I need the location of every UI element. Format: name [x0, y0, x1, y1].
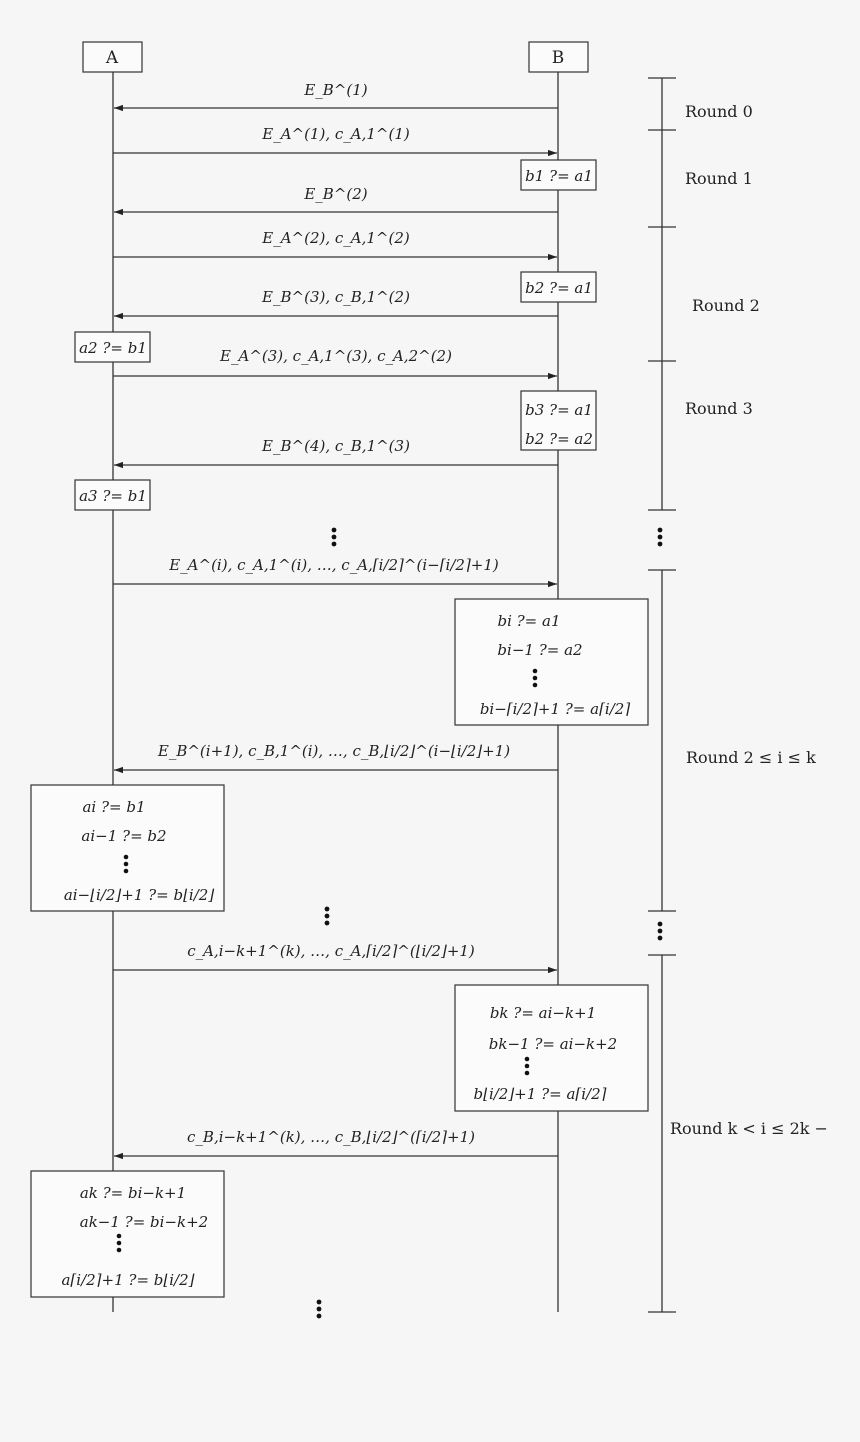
- check-box-4-line-1: b3 ?= a1: [525, 401, 593, 419]
- round-label-3: Round 3: [685, 399, 753, 418]
- message-3: E_B^(2): [114, 185, 558, 216]
- message-6-label: E_A^(3), c_A,1^(3), c_A,2^(2): [219, 347, 452, 365]
- check-box-7: ai ?= b1 ai−1 ?= b2 ai−⌊i/2⌋+1 ?= b⌊i/2⌋: [30, 784, 225, 912]
- check-box-5-line-1: a3 ?= b1: [79, 487, 147, 505]
- check-box-8-frame: [454, 984, 649, 1112]
- check-box-6-ellipsis-dot: [532, 668, 538, 674]
- participant-a-label: A: [105, 48, 119, 68]
- sequence-ellipsis-3: [316, 1299, 322, 1319]
- check-box-6: bi ?= a1 bi−1 ?= a2 bi−⌈i/2⌉+1 ?= a⌈i/2⌉: [454, 598, 649, 726]
- check-box-8-ellipsis-dot: [524, 1056, 530, 1062]
- check-box-4-line-2: b2 ?= a2: [525, 430, 593, 448]
- check-box-7-frame: [30, 784, 225, 912]
- sequence-ellipsis-2: [324, 906, 330, 926]
- participant-a: A: [82, 41, 143, 73]
- round-axis-ellipsis-2: [657, 921, 663, 941]
- message-5-label: E_B^(3), c_B,1^(2): [261, 288, 410, 306]
- check-box-9-line-1: ak ?= bi−k+1: [80, 1184, 186, 1202]
- check-box-7-ellipsis-dot: [123, 854, 129, 860]
- check-box-9: ak ?= bi−k+1 ak−1 ?= bi−k+2 a⌈i/2⌉+1 ?= …: [30, 1170, 225, 1298]
- check-box-6-line-3: bi−⌈i/2⌉+1 ?= a⌈i/2⌉: [480, 700, 631, 718]
- round-label-2: Round 2: [692, 296, 760, 315]
- check-box-4-frame: [520, 390, 597, 451]
- check-box-7-line-3: ai−⌊i/2⌋+1 ?= b⌊i/2⌋: [64, 886, 215, 904]
- message-7-label: E_B^(4), c_B,1^(3): [261, 437, 410, 455]
- check-box-6-ellipsis-dot: [532, 675, 538, 681]
- check-box-1-frame: [520, 159, 597, 191]
- check-box-9-ellipsis-dot: [116, 1233, 122, 1239]
- check-box-6-line-1: bi ?= a1: [497, 612, 560, 630]
- check-box-8: bk ?= ai−k+1 bk−1 ?= ai−k+2 b⌊i/2⌋+1 ?= …: [454, 984, 649, 1112]
- check-box-6-frame: [454, 598, 649, 726]
- message-9-label: E_B^(i+1), c_B,1^(i), …, c_B,⌊i/2⌋^(i−⌊i…: [157, 742, 510, 760]
- check-box-2-line-1: b2 ?= a1: [525, 279, 593, 297]
- round-label-0: Round 0: [685, 102, 753, 121]
- check-box-3: a2 ?= b1: [74, 331, 151, 363]
- check-box-8-line-1: bk ?= ai−k+1: [490, 1004, 596, 1022]
- check-box-2-frame: [520, 271, 597, 303]
- check-box-9-ellipsis-dot: [116, 1240, 122, 1246]
- participant-b: B: [528, 41, 589, 73]
- message-9: E_B^(i+1), c_B,1^(i), …, c_B,⌊i/2⌋^(i−⌊i…: [114, 742, 558, 774]
- check-box-1: b1 ?= a1: [520, 159, 597, 191]
- participant-b-label: B: [552, 48, 565, 68]
- check-box-9-line-2: ak−1 ?= bi−k+2: [80, 1213, 208, 1231]
- message-1-label: E_B^(1): [303, 81, 367, 99]
- check-box-7-ellipsis-dot: [123, 868, 129, 874]
- check-box-3-frame: [74, 331, 151, 363]
- message-10-label: c_A,i−k+1^(k), …, c_A,⌈i/2⌉^(⌊i/2⌋+1): [187, 942, 475, 960]
- round-label-k: Round k < i ≤ 2k −: [670, 1119, 828, 1138]
- check-box-9-ellipsis-dot: [116, 1247, 122, 1253]
- check-box-5-frame: [74, 479, 151, 511]
- check-box-9-line-3: a⌈i/2⌉+1 ?= b⌊i/2⌋: [61, 1271, 194, 1289]
- round-timeline: Round 0 Round 1 Round 2 Round 3 Round 2 …: [648, 77, 828, 1313]
- check-box-8-line-3: b⌊i/2⌋+1 ?= a⌈i/2⌉: [473, 1085, 606, 1103]
- round-label-1: Round 1: [685, 169, 753, 188]
- check-box-6-line-2: bi−1 ?= a2: [497, 641, 582, 659]
- check-box-7-ellipsis-dot: [123, 861, 129, 867]
- check-box-7-line-2: ai−1 ?= b2: [81, 827, 166, 845]
- check-box-8-ellipsis-dot: [524, 1070, 530, 1076]
- check-box-7-line-1: ai ?= b1: [82, 798, 145, 816]
- message-2-label: E_A^(1), c_A,1^(1): [261, 125, 410, 143]
- check-box-5: a3 ?= b1: [74, 479, 151, 511]
- check-box-2: b2 ?= a1: [520, 271, 597, 303]
- check-box-8-ellipsis-dot: [524, 1063, 530, 1069]
- check-box-6-ellipsis-dot: [532, 682, 538, 688]
- participant-a-box: [82, 41, 143, 73]
- message-8-label: E_A^(i), c_A,1^(i), …, c_A,⌈i/2⌉^(i−⌈i/2…: [168, 556, 499, 574]
- message-5: E_B^(3), c_B,1^(2): [114, 288, 558, 320]
- message-2: E_A^(1), c_A,1^(1): [113, 125, 557, 157]
- check-box-8-line-2: bk−1 ?= ai−k+2: [489, 1035, 617, 1053]
- message-3-label: E_B^(2): [303, 185, 367, 203]
- check-box-1-line-1: b1 ?= a1: [525, 167, 593, 185]
- message-11: c_B,i−k+1^(k), …, c_B,⌊i/2⌋^(⌈i/2⌉+1): [114, 1128, 558, 1160]
- round-axis-ellipsis-1: [657, 527, 663, 547]
- message-4-label: E_A^(2), c_A,1^(2): [261, 229, 410, 247]
- check-box-3-line-1: a2 ?= b1: [79, 339, 147, 357]
- message-4: E_A^(2), c_A,1^(2): [113, 229, 557, 261]
- message-7: E_B^(4), c_B,1^(3): [114, 437, 558, 469]
- participant-b-box: [528, 41, 589, 73]
- message-11-label: c_B,i−k+1^(k), …, c_B,⌊i/2⌋^(⌈i/2⌉+1): [187, 1128, 475, 1146]
- message-1: E_B^(1): [114, 81, 558, 112]
- message-10: c_A,i−k+1^(k), …, c_A,⌈i/2⌉^(⌊i/2⌋+1): [113, 942, 557, 974]
- check-box-9-frame: [30, 1170, 225, 1298]
- check-box-4: b3 ?= a1 b2 ?= a2: [520, 390, 597, 451]
- message-6: E_A^(3), c_A,1^(3), c_A,2^(2): [113, 347, 557, 380]
- round-label-i: Round 2 ≤ i ≤ k: [686, 748, 816, 767]
- message-8: E_A^(i), c_A,1^(i), …, c_A,⌈i/2⌉^(i−⌈i/2…: [113, 556, 557, 588]
- sequence-ellipsis-1: [331, 527, 337, 547]
